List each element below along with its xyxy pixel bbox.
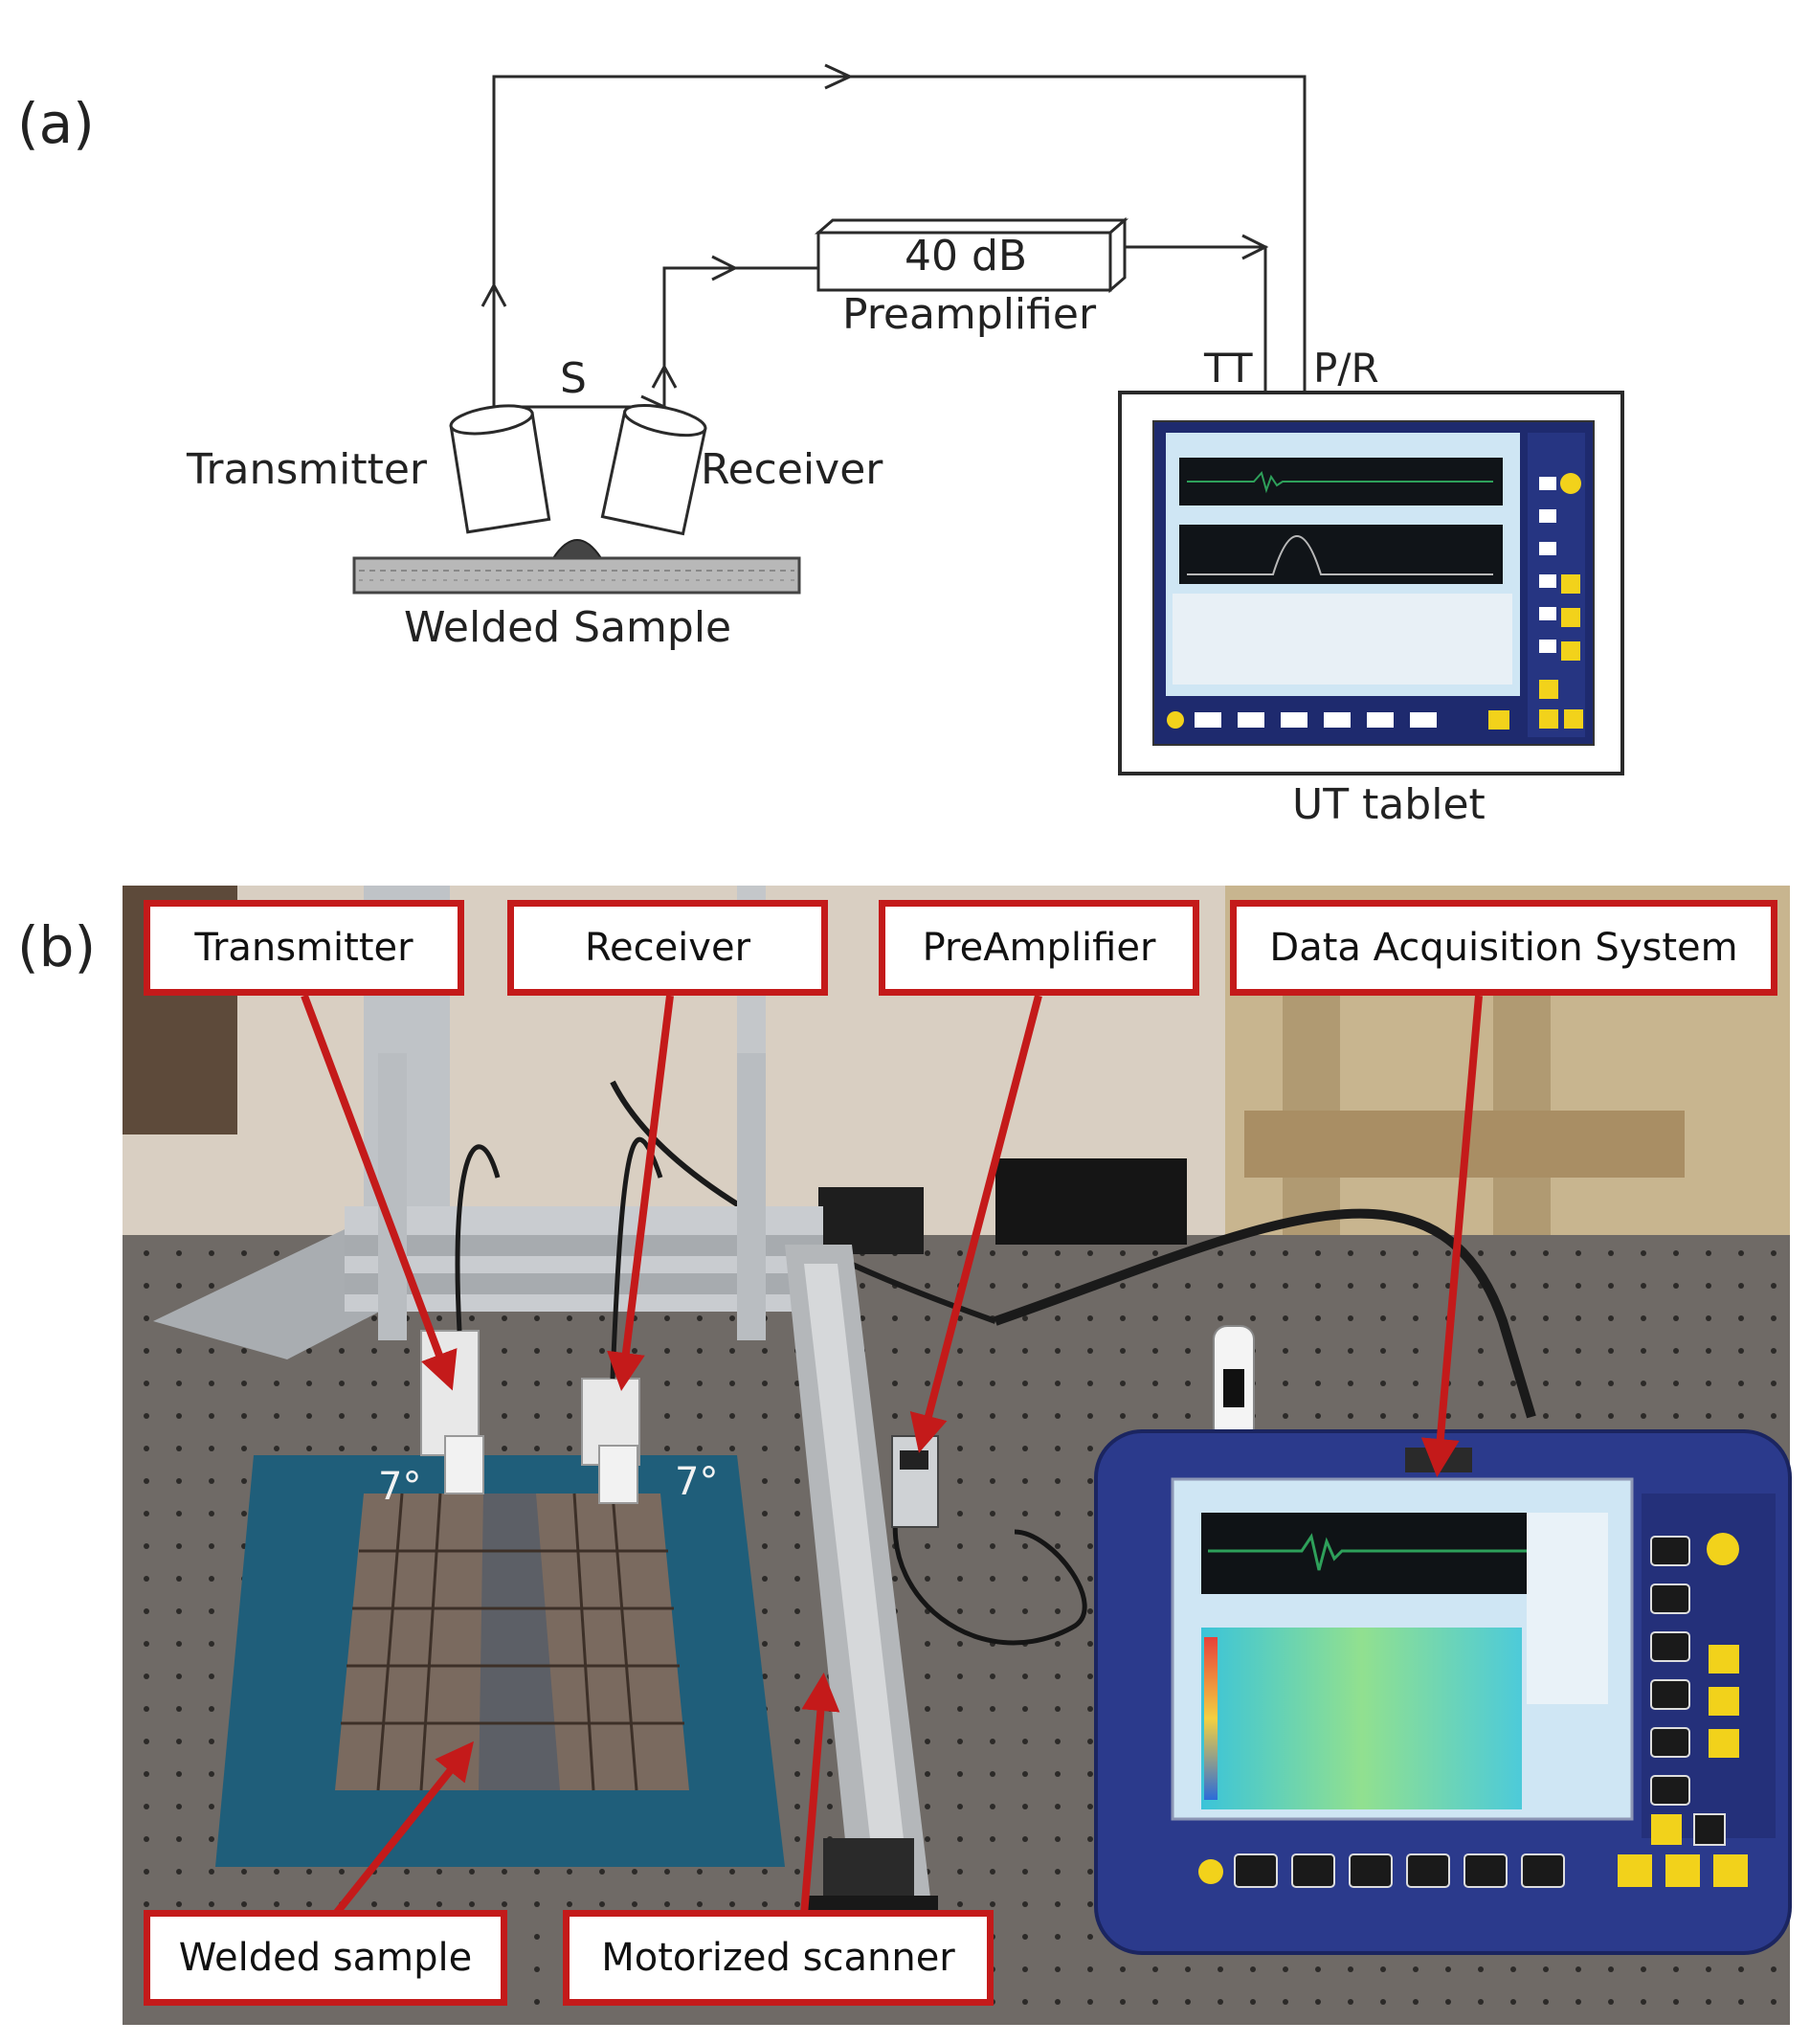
angle-left-label: 7° — [378, 1465, 422, 1509]
port-tt-label: TT — [1204, 345, 1253, 392]
daq-callout: Data Acquisition System — [1230, 900, 1777, 996]
receiver-label: Receiver — [701, 445, 883, 494]
preamp-name-label: Preamplifier — [842, 290, 1097, 339]
rx-up-arrow — [651, 363, 678, 389]
daq-arrow — [1420, 995, 1483, 1477]
preamp-gain-label: 40 dB — [905, 232, 1028, 281]
receiver-transducer — [600, 403, 707, 536]
transmitter-label: Transmitter — [187, 445, 428, 494]
transmitter-transducer — [449, 404, 551, 534]
tx-signal-line — [492, 75, 1307, 407]
preamplifier-arrow — [909, 994, 1042, 1453]
preamp-output-arrow — [1241, 234, 1269, 260]
sample-grid — [341, 1493, 684, 1791]
transmitter-callout: Transmitter — [144, 900, 464, 996]
spacing-label: S — [560, 354, 587, 403]
receiver-arrow — [607, 995, 674, 1391]
scanner-callout: Motorized scanner — [563, 1910, 994, 2006]
receiver-callout: Receiver — [507, 900, 828, 996]
port-pr-label: P/R — [1313, 345, 1379, 392]
tx-up-arrow — [480, 281, 507, 307]
scanner-arrow — [800, 1673, 840, 1916]
panel-b-label: (b) — [17, 914, 97, 979]
tx-mid-arrow — [824, 63, 854, 90]
preamplifier-box — [814, 216, 1129, 294]
welded-sample-callout: Welded sample — [144, 1910, 507, 2006]
panel-b-photo — [123, 886, 1792, 2025]
daq-device — [1094, 1429, 1792, 1955]
welded-sample-arrow — [331, 1741, 474, 1918]
rx-right-arrow — [711, 255, 739, 281]
panel-a-label: (a) — [17, 91, 95, 156]
angle-right-label: 7° — [675, 1460, 719, 1504]
transmitter-arrow — [301, 994, 458, 1391]
ut-tablet-label: UT tablet — [1292, 780, 1486, 829]
callout-arrows — [301, 994, 1483, 1918]
welded-sample-plate — [352, 539, 801, 595]
ut-tablet — [1118, 391, 1624, 775]
panel-a-diagram — [352, 63, 1624, 775]
rx-signal-line — [662, 266, 818, 421]
preamplifier-callout: PreAmplifier — [879, 900, 1199, 996]
welded-sample-label: Welded Sample — [404, 603, 732, 652]
